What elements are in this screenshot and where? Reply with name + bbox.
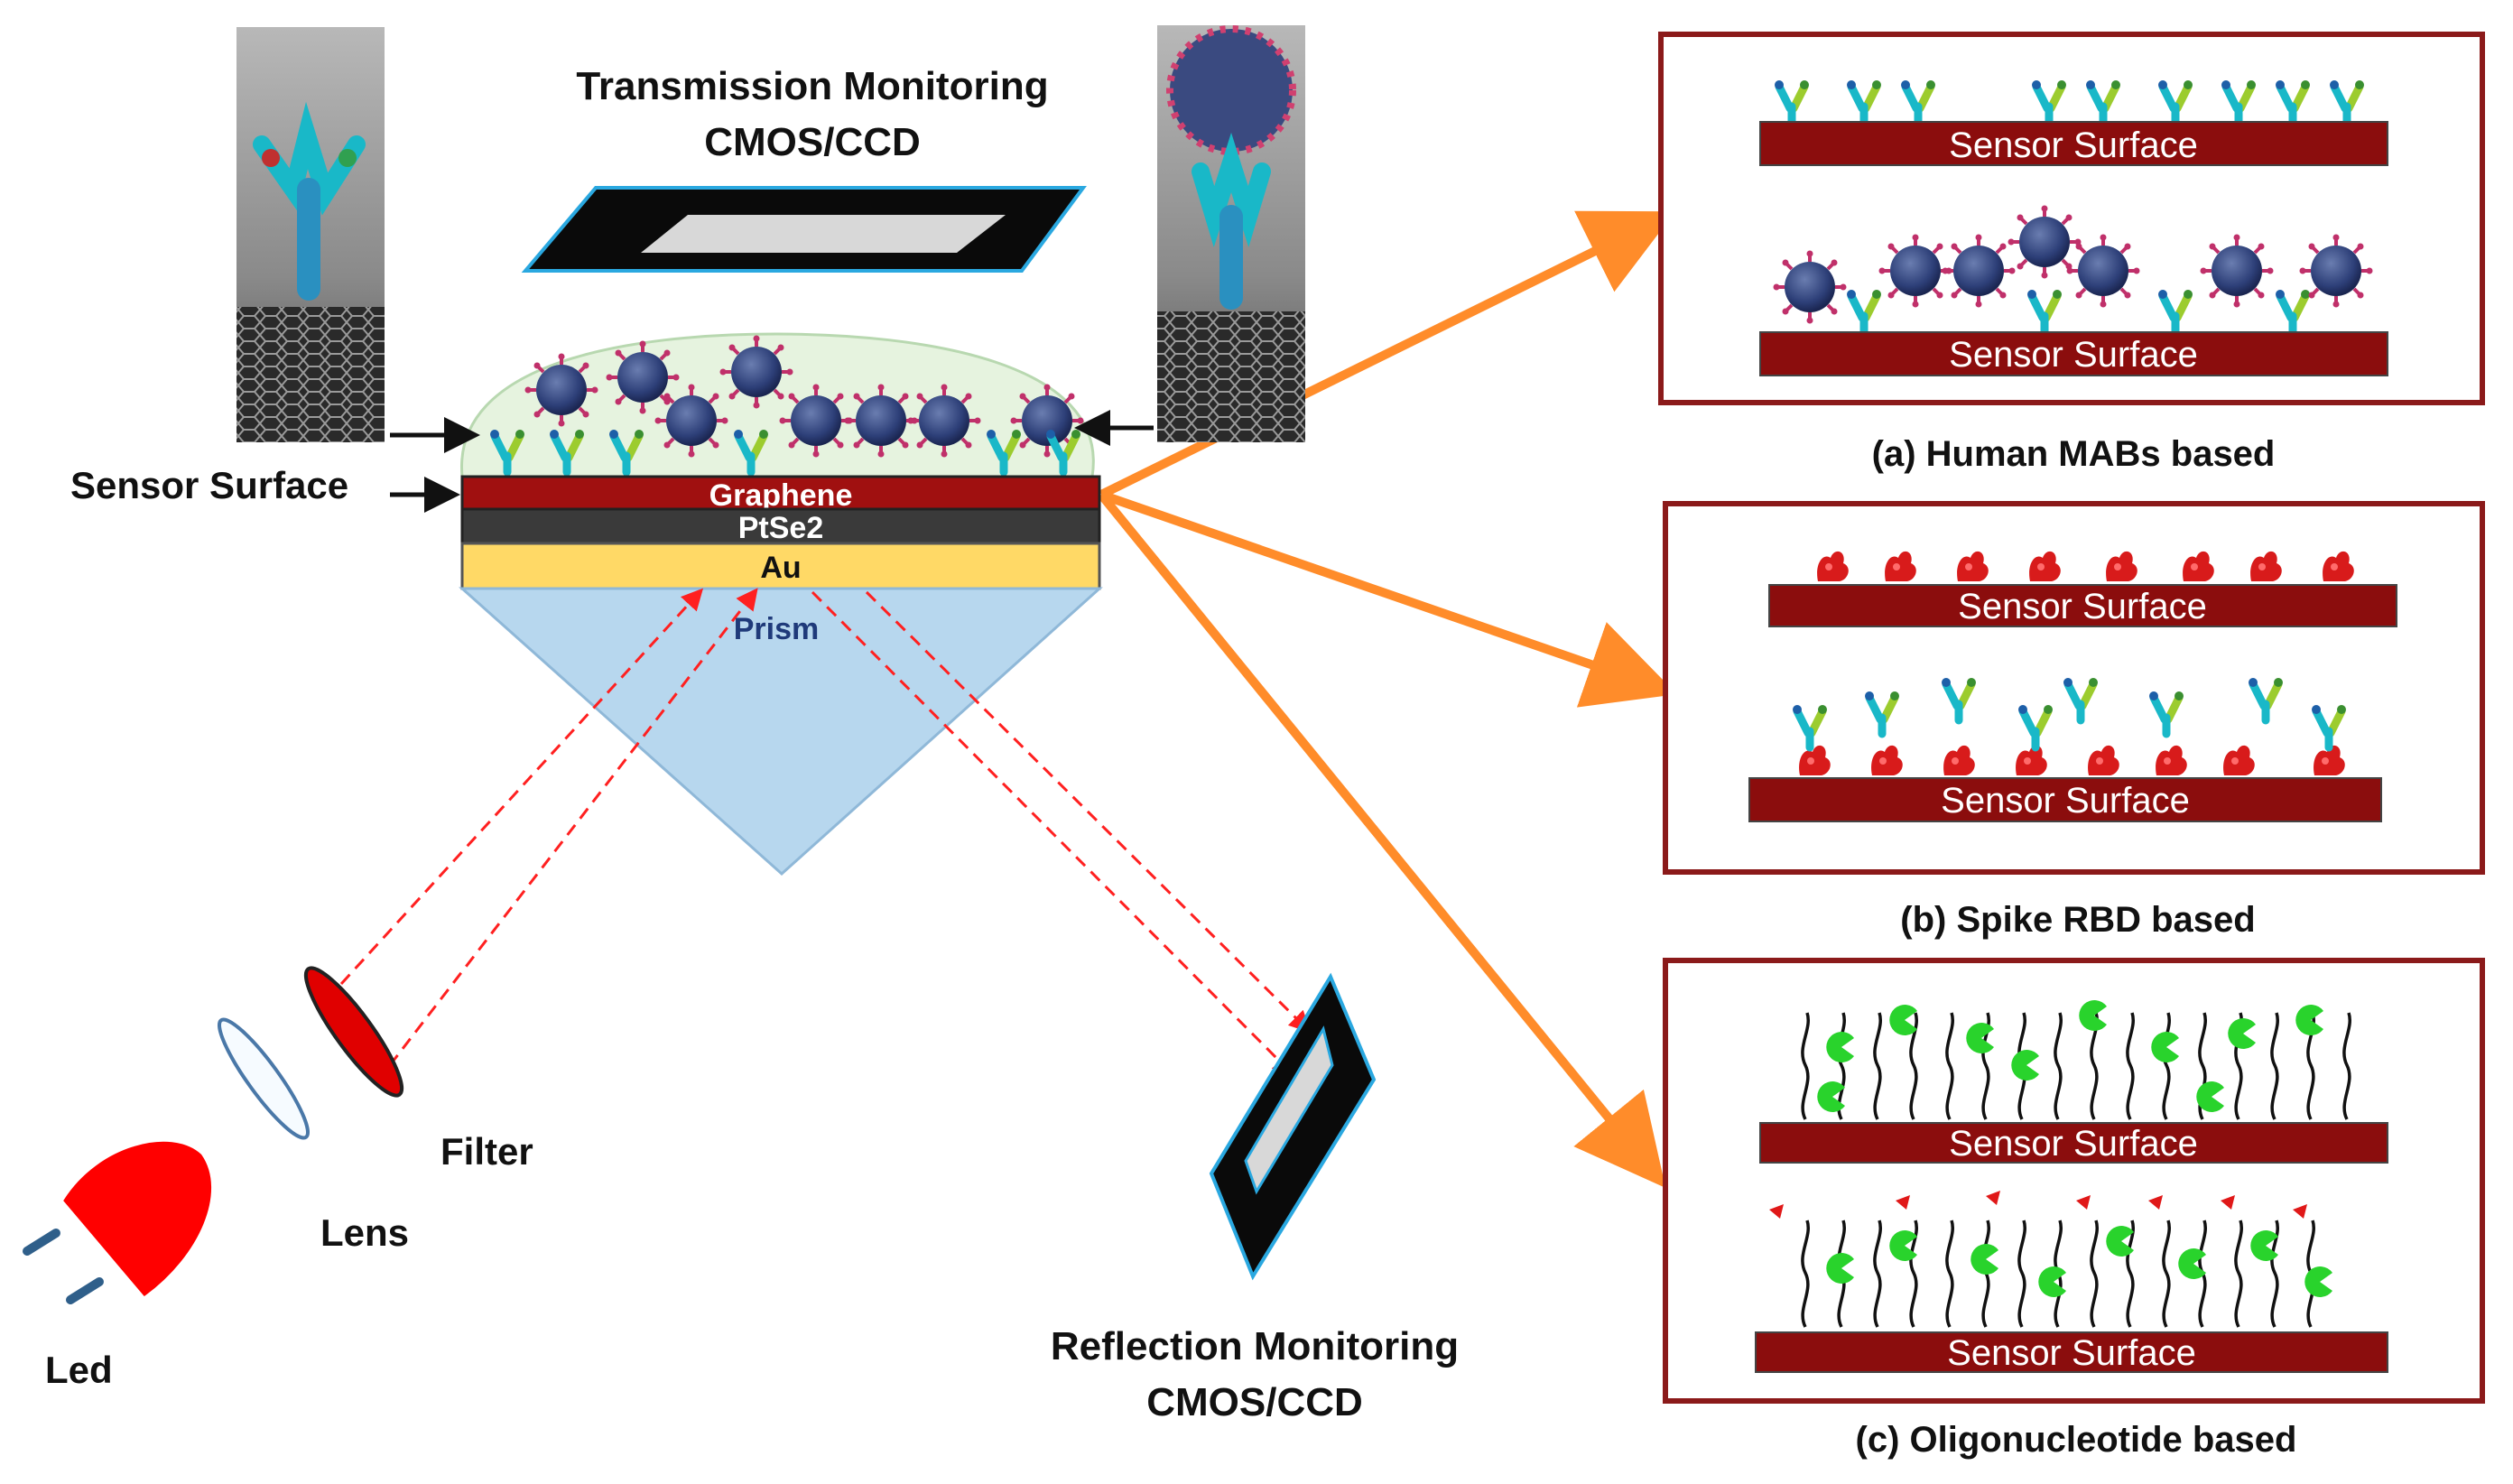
reflection-title-line2: CMOS/CCD <box>1146 1380 1363 1424</box>
arrow-to-panel-b <box>1099 490 1677 708</box>
virus-particle <box>718 333 795 411</box>
lens <box>218 1017 310 1140</box>
transmission-title-line2: CMOS/CCD <box>704 120 921 164</box>
virus-particle <box>523 351 600 429</box>
analyte-droplet <box>460 332 1095 478</box>
transmission-ccd-sensor <box>521 186 1087 273</box>
panel-c-bottom-aptamers <box>1769 1191 2332 1329</box>
panel-a-bottom-surface-label: Sensor Surface <box>1949 335 2198 375</box>
sensor-surface-label: Sensor Surface <box>70 464 348 506</box>
arrow-to-panel-a <box>1099 210 1675 499</box>
virus-particle <box>777 382 855 459</box>
panel-a-caption: (a) Human MABs based <box>1872 434 2276 474</box>
arrow-to-panel-c <box>1098 491 1666 1189</box>
filter <box>303 966 404 1098</box>
au-label: Au <box>760 551 801 585</box>
orange-arrows <box>1098 210 1677 1189</box>
lens-label: Lens <box>320 1211 409 1254</box>
panel-b-top-surface-label: Sensor Surface <box>1958 587 2207 626</box>
au-layer <box>460 542 1101 590</box>
led-label: Led <box>45 1349 113 1391</box>
panel-a-human-mabs: Sensor Surface Sensor Surface <box>1658 32 2485 405</box>
transmission-title-line1: Transmission Monitoring <box>576 64 1048 108</box>
ptse2-label: PtSe2 <box>738 511 824 545</box>
panel-c-caption: (c) Oligonucleotide based <box>1856 1420 2297 1460</box>
led <box>23 1141 212 1304</box>
reflection-ccd-sensor <box>1209 972 1377 1281</box>
panel-c-top-surface-label: Sensor Surface <box>1949 1124 2198 1164</box>
layer-stack: Graphene PtSe2 Au <box>460 475 1101 590</box>
virus-particle <box>604 339 682 416</box>
virus-particle <box>842 382 920 459</box>
filter-label: Filter <box>440 1130 533 1173</box>
virus-particle <box>653 382 730 459</box>
graphene-label: Graphene <box>709 478 853 513</box>
pointer-arrows <box>390 410 1154 513</box>
panel-c-bottom-surface-label: Sensor Surface <box>1947 1333 2196 1373</box>
panel-b-bottom-surface-label: Sensor Surface <box>1941 781 2190 821</box>
antibody-graphene-image-left <box>236 27 385 442</box>
light-beams <box>339 588 1312 1077</box>
prism-label: Prism <box>734 612 820 646</box>
virus-antibody-graphene-image-right <box>1157 25 1305 442</box>
panel-b-spike-rbd: Sensor Surface Sensor Surface <box>1663 501 2485 875</box>
panel-b-caption: (b) Spike RBD based <box>1900 900 2255 940</box>
virus-particle <box>905 382 983 459</box>
panel-c-oligonucleotide: Sensor Surface Sensor Surface <box>1663 958 2485 1404</box>
prism: Prism <box>459 587 1103 876</box>
reflection-title-line1: Reflection Monitoring <box>1051 1324 1459 1368</box>
panel-a-top-surface-label: Sensor Surface <box>1949 125 2198 165</box>
ptse2-layer <box>460 507 1101 545</box>
